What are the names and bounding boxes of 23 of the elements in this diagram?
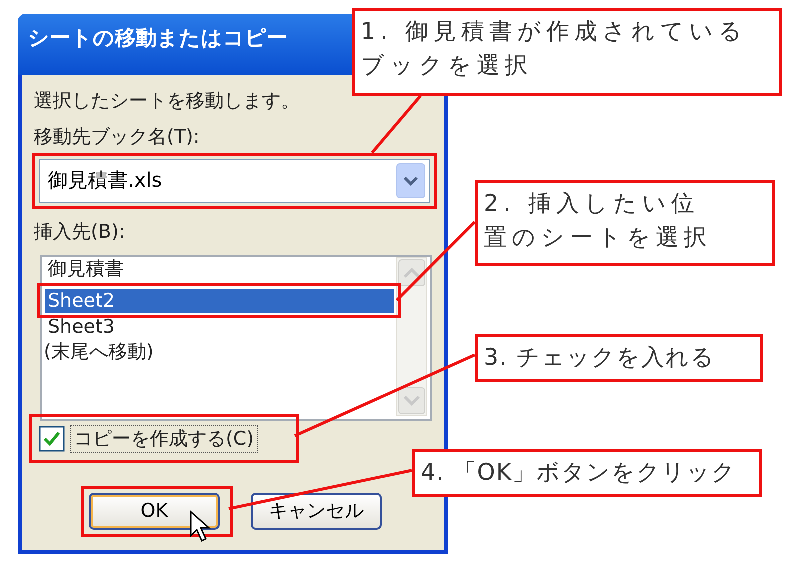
list-item: Sheet3: [48, 316, 116, 338]
highlight-frame: [81, 486, 233, 537]
field-label: 移動先ブック名(T):: [34, 126, 200, 148]
list-item: 御見積書: [48, 258, 124, 280]
field-label: 挿入先(B):: [34, 221, 126, 243]
callout-box: 2. 挿入したい位置のシートを選択: [475, 180, 775, 266]
highlight-frame: [32, 153, 437, 209]
cancel-button: キャンセル: [251, 493, 382, 530]
leader-line: [396, 221, 476, 302]
highlight-frame: [29, 414, 299, 463]
ok-button: OK: [89, 493, 220, 530]
leader-line: [228, 469, 412, 510]
selected-list-item: Sheet2: [45, 289, 394, 313]
callout-box: 3. チェックを入れる: [475, 334, 763, 382]
checkbox-label: コピーを作成する(C): [70, 425, 258, 453]
instruction-text: 選択したシートを移動します。: [34, 90, 300, 112]
callout-box: 4. 「OK」ボタンをクリック: [412, 449, 762, 497]
leader-line: [371, 95, 422, 154]
highlight-frame: [37, 283, 401, 318]
leader-line: [294, 354, 476, 438]
dropdown-field: 御見積書.xls: [39, 159, 430, 203]
list-item: (末尾へ移動): [44, 341, 154, 363]
callout-box: 1. 御見積書が作成されているブックを選択: [352, 8, 782, 96]
